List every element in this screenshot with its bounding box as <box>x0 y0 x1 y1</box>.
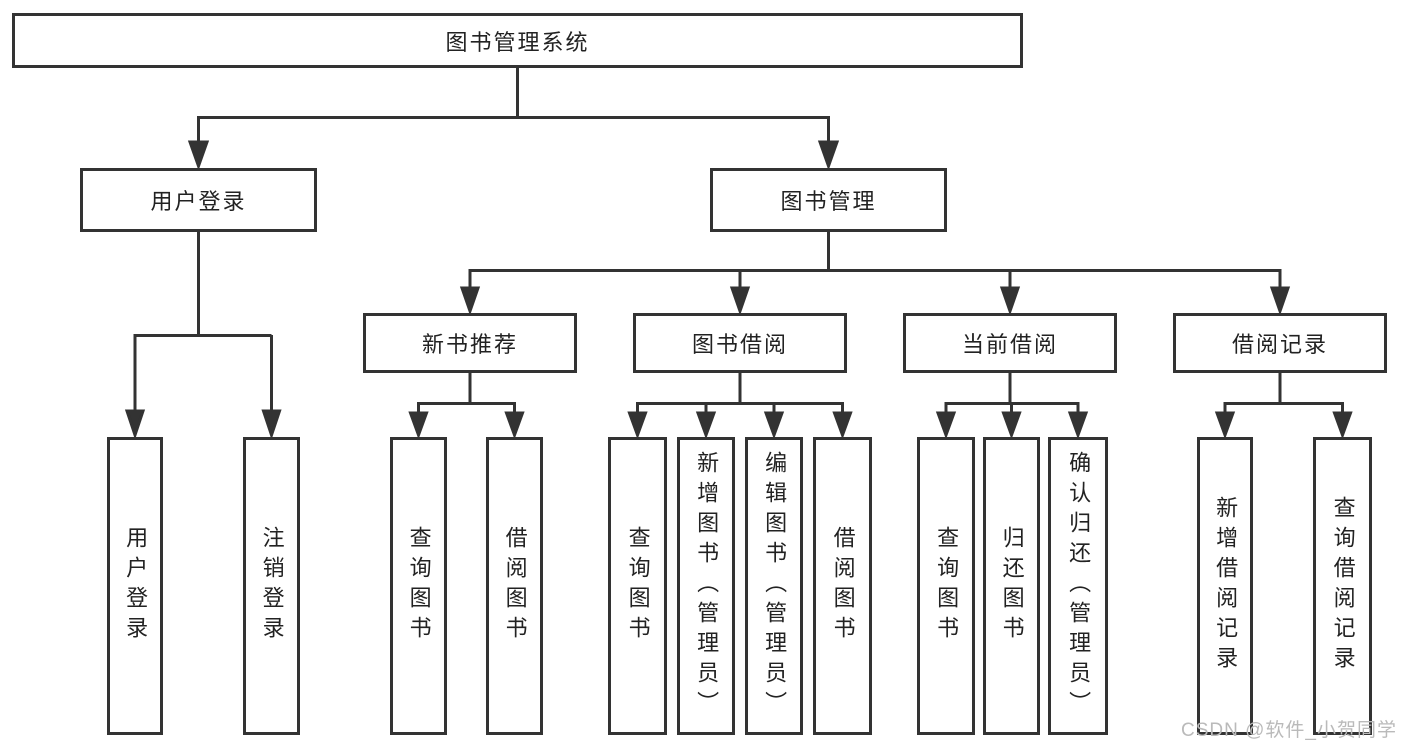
leaf-rec-borrow-book-label: 借阅图书 <box>502 526 528 646</box>
leaf-bb-borrow-book: 借阅图书 <box>813 437 872 735</box>
leaf-bb-query-book-label: 查询图书 <box>625 526 651 646</box>
leaf-br-add-record-label: 新增借阅记录 <box>1213 496 1239 676</box>
csdn-watermark: CSDN @软件_小贺同学 <box>1181 720 1397 741</box>
leaf-logout: 注销登录 <box>243 437 300 735</box>
leaf-bb-edit-book-label: 编辑图书（管理员） <box>762 451 788 721</box>
leaf-rec-query-book-label: 查询图书 <box>406 526 432 646</box>
leaf-bb-add-book-label: 新增图书（管理员） <box>694 451 720 721</box>
leaf-cb-return-book-label: 归还图书 <box>999 526 1025 646</box>
leaf-cb-query-book-label: 查询图书 <box>934 526 960 646</box>
leaf-cb-confirm-return: 确认归还（管理员） <box>1048 437 1108 735</box>
leaf-br-query-record: 查询借阅记录 <box>1313 437 1372 735</box>
leaf-bb-borrow-book-label: 借阅图书 <box>830 526 856 646</box>
leaf-user-login-label: 用户登录 <box>123 526 149 646</box>
leaf-rec-query-book: 查询图书 <box>390 437 447 735</box>
leaf-cb-query-book: 查询图书 <box>917 437 975 735</box>
leaf-bb-add-book: 新增图书（管理员） <box>677 437 735 735</box>
node-book-borrowing: 图书借阅 <box>633 313 847 373</box>
node-root-system: 图书管理系统 <box>12 13 1023 68</box>
leaf-logout-label: 注销登录 <box>259 526 285 646</box>
leaf-br-add-record: 新增借阅记录 <box>1197 437 1253 735</box>
leaf-cb-return-book: 归还图书 <box>983 437 1040 735</box>
node-user-login: 用户登录 <box>80 168 317 232</box>
leaf-br-query-record-label: 查询借阅记录 <box>1330 496 1356 676</box>
leaf-bb-edit-book: 编辑图书（管理员） <box>745 437 803 735</box>
leaf-user-login: 用户登录 <box>107 437 163 735</box>
node-book-management: 图书管理 <box>710 168 947 232</box>
node-current-borrowing: 当前借阅 <box>903 313 1117 373</box>
leaf-bb-query-book: 查询图书 <box>608 437 667 735</box>
node-new-book-recommendation: 新书推荐 <box>363 313 577 373</box>
node-borrowing-records: 借阅记录 <box>1173 313 1387 373</box>
leaf-rec-borrow-book: 借阅图书 <box>486 437 543 735</box>
leaf-cb-confirm-return-label: 确认归还（管理员） <box>1066 451 1092 721</box>
